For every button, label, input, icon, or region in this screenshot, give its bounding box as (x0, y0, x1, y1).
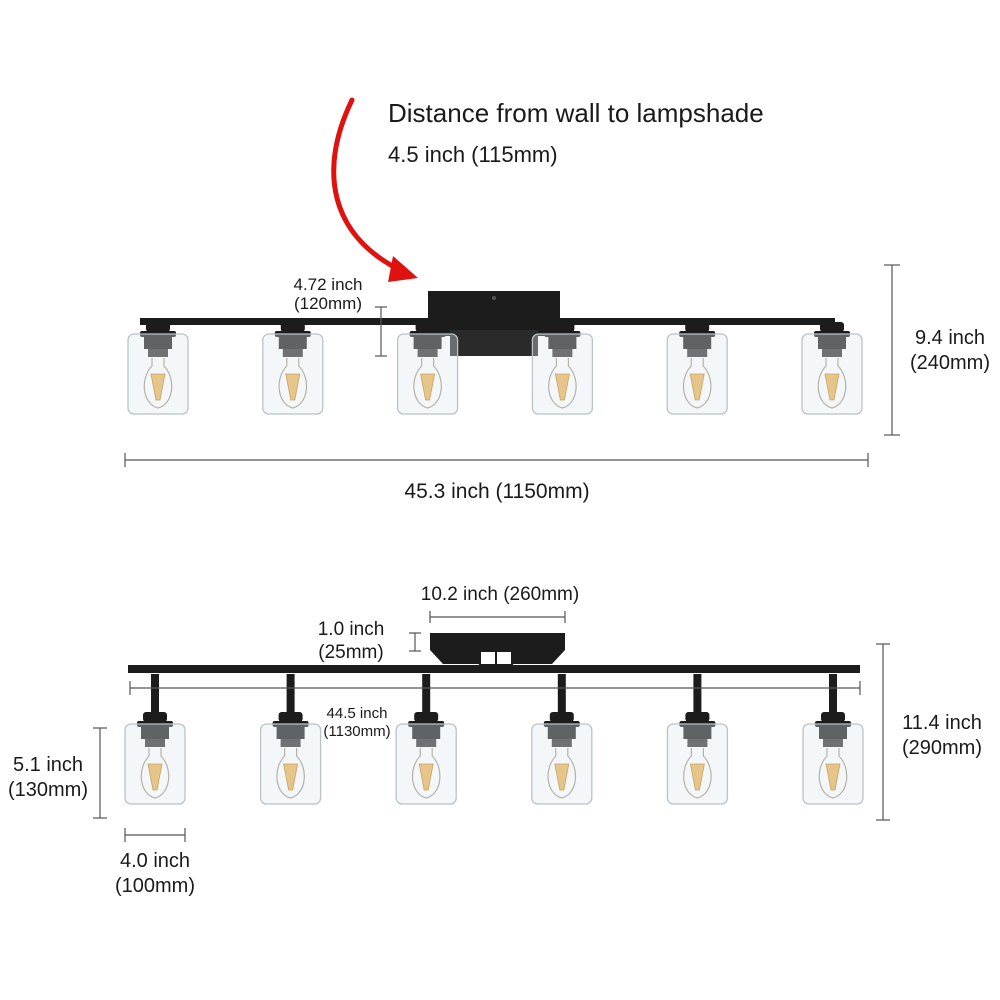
red-arrow-head-icon (388, 256, 418, 282)
wall-plate-lower (450, 330, 538, 356)
bottom-lamp-5 (666, 674, 729, 805)
callout-title: Distance from wall to lampshade (388, 98, 764, 128)
callout-value: 4.5 inch (115mm) (388, 142, 558, 167)
top-lamp-5 (666, 322, 728, 415)
top-lamp-1 (127, 322, 189, 415)
bottom-total-height-label-2: (290mm) (902, 737, 982, 759)
bulb-filament (554, 763, 570, 791)
top-lamp-3 (396, 322, 459, 415)
top-lamp-4 (531, 322, 594, 415)
top-lamp-2 (262, 322, 324, 415)
top-total-height-label-2: (240mm) (910, 352, 990, 374)
shade-height-label-1: 5.1 inch (13, 754, 83, 776)
top-total-height-label-1: 9.4 inch (915, 327, 985, 349)
arm-height-label-1: 4.72 inch (294, 275, 363, 294)
bottom-lamp-1 (124, 674, 186, 805)
plate-width-label: 10.2 inch (260mm) (421, 584, 579, 605)
bulb-filament (824, 373, 840, 401)
bottom-lamp-3 (395, 674, 457, 805)
bulb-filament (283, 763, 299, 791)
canopy-plate (430, 633, 565, 664)
bulb-filament (418, 763, 434, 791)
bar-length-label-1: 44.5 inch (327, 705, 388, 722)
bottom-lamp-2 (259, 674, 322, 805)
bottom-bar (128, 665, 860, 673)
shade-width-label-1: 4.0 inch (120, 850, 190, 872)
shade-height-label-2: (130mm) (8, 779, 88, 801)
top-view-fixture (127, 291, 863, 415)
top-bar (140, 318, 835, 325)
plate-depth-label-1: 1.0 inch (318, 619, 385, 640)
bottom-view-fixture (124, 633, 864, 805)
bulb-filament (689, 763, 705, 791)
bottom-total-height-label-1: 11.4 inch (902, 712, 982, 734)
bulb-filament (420, 373, 436, 401)
bulb-filament (825, 763, 841, 791)
bulb-filament (147, 763, 163, 791)
bottom-lamp-6 (802, 674, 864, 805)
top-lamp-6 (801, 322, 863, 415)
bulb-filament (554, 373, 570, 401)
bar-length-label-2: (1130mm) (323, 723, 390, 740)
bulb-filament (689, 373, 705, 401)
total-width-label: 45.3 inch (1150mm) (404, 480, 589, 503)
bottom-lamp-4 (531, 674, 593, 805)
plate-depth-label-2: (25mm) (318, 642, 383, 663)
bulb-filament (285, 373, 301, 401)
red-arrow-icon (331, 97, 403, 273)
shade-width-label-2: (100mm) (115, 875, 195, 897)
arm-height-label-2: (120mm) (294, 294, 362, 313)
bulb-filament (150, 373, 166, 401)
